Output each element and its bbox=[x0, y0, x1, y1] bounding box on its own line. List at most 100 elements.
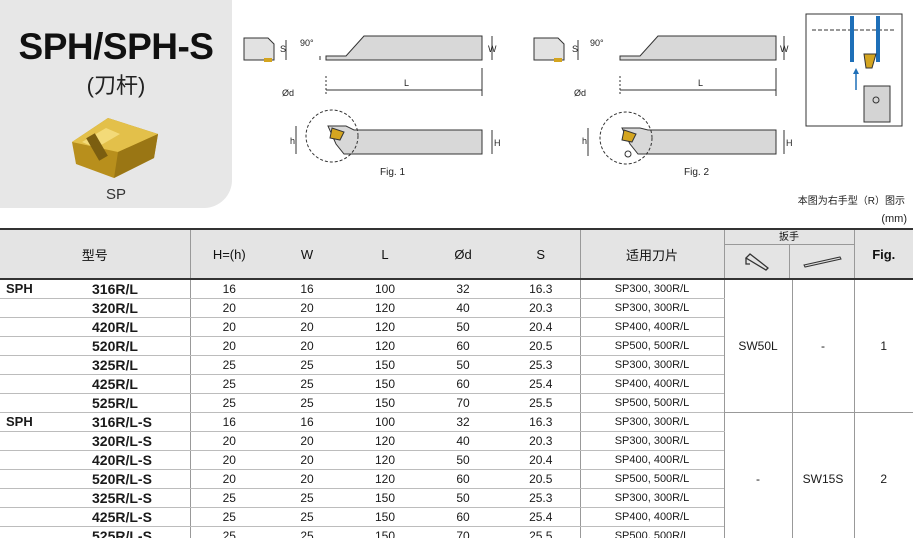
w-cell: 16 bbox=[268, 279, 346, 299]
insert-cell: SP500, 500R/L bbox=[579, 336, 724, 356]
dim-s-fig2: S bbox=[572, 44, 578, 54]
unit-label: (mm) bbox=[881, 213, 907, 225]
straight-wrench-icon bbox=[788, 244, 854, 278]
series-name: SPH bbox=[6, 414, 33, 429]
series-name: SPH bbox=[6, 281, 33, 296]
fig1-end-view bbox=[243, 37, 275, 61]
dim-s-fig1: S bbox=[280, 44, 286, 54]
col-w: W bbox=[268, 228, 346, 280]
s-cell: 25.3 bbox=[502, 355, 580, 375]
s-cell: 25.4 bbox=[502, 507, 580, 527]
wrench-b-cell: SW15S bbox=[791, 412, 855, 538]
d-cell: 60 bbox=[424, 374, 502, 394]
w-cell: 20 bbox=[268, 469, 346, 489]
w-cell: 25 bbox=[268, 374, 346, 394]
d-cell: 60 bbox=[424, 336, 502, 356]
fig-cell: 1 bbox=[854, 279, 913, 413]
dim-w-fig2: W bbox=[780, 44, 789, 54]
h-cell: 20 bbox=[189, 298, 268, 318]
dim-h-small-fig1: h bbox=[290, 136, 295, 146]
col-s: S bbox=[502, 228, 580, 280]
wrench-header-label: 扳手 bbox=[724, 231, 854, 245]
wrench-a-cell: SW50L bbox=[723, 279, 793, 413]
s-cell: 20.5 bbox=[502, 336, 580, 356]
s-cell: 20.5 bbox=[502, 469, 580, 489]
s-cell: 25.3 bbox=[502, 488, 580, 508]
insert-cell: SP300, 300R/L bbox=[579, 412, 724, 432]
s-cell: 16.3 bbox=[502, 279, 580, 299]
w-cell: 20 bbox=[268, 317, 346, 337]
dim-h-small-fig2: h bbox=[582, 136, 587, 146]
insert-cell: SP300, 300R/L bbox=[579, 355, 724, 375]
d-cell: 32 bbox=[424, 279, 502, 299]
w-cell: 25 bbox=[268, 488, 346, 508]
s-cell: 25.4 bbox=[502, 374, 580, 394]
product-title: SPH/SPH-S bbox=[18, 26, 214, 67]
w-cell: 25 bbox=[268, 393, 346, 413]
product-subtitle: (刀杆) bbox=[86, 73, 146, 98]
col-h: H=(h) bbox=[189, 228, 268, 280]
model-code: 316R/L bbox=[92, 281, 138, 297]
l-cell: 150 bbox=[346, 355, 424, 375]
dim-w-fig1: W bbox=[488, 44, 497, 54]
l-cell: 120 bbox=[346, 431, 424, 451]
s-cell: 20.3 bbox=[502, 298, 580, 318]
h-cell: 16 bbox=[189, 279, 268, 299]
d-cell: 60 bbox=[424, 507, 502, 527]
l-cell: 150 bbox=[346, 393, 424, 413]
dim-angle-fig2: 90° bbox=[590, 38, 604, 48]
insert-cell: SP400, 400R/L bbox=[579, 374, 724, 394]
w-cell: 20 bbox=[268, 298, 346, 318]
w-cell: 20 bbox=[268, 431, 346, 451]
insert-cell: SP300, 300R/L bbox=[579, 298, 724, 318]
w-cell: 16 bbox=[268, 412, 346, 432]
model-cell: 420R/L bbox=[0, 317, 190, 337]
fig1-side-view bbox=[327, 125, 483, 155]
fig2-caption: Fig. 2 bbox=[684, 167, 710, 178]
insert-cell: SP500, 500R/L bbox=[579, 526, 724, 538]
insert-cell: SP300, 300R/L bbox=[579, 431, 724, 451]
fig2-top-view bbox=[619, 35, 777, 61]
l-cell: 120 bbox=[346, 298, 424, 318]
d-cell: 50 bbox=[424, 355, 502, 375]
d-cell: 40 bbox=[424, 298, 502, 318]
h-cell: 25 bbox=[189, 488, 268, 508]
insert-cell: SP500, 500R/L bbox=[579, 469, 724, 489]
w-cell: 20 bbox=[268, 336, 346, 356]
col-wrench: 扳手 bbox=[723, 228, 855, 280]
model-cell: 320R/L-S bbox=[0, 431, 190, 451]
fig1-top-view bbox=[325, 35, 483, 61]
h-cell: 20 bbox=[189, 469, 268, 489]
l-cell: 150 bbox=[346, 526, 424, 538]
wrench-a-cell: - bbox=[723, 412, 793, 538]
d-cell: 60 bbox=[424, 469, 502, 489]
insert-cell: SP300, 300R/L bbox=[579, 279, 724, 299]
h-cell: 20 bbox=[189, 450, 268, 470]
col-insert: 适用刀片 bbox=[579, 228, 724, 280]
l-cell: 150 bbox=[346, 374, 424, 394]
insert-type-label: SP bbox=[105, 186, 126, 203]
l-cell: 150 bbox=[346, 507, 424, 527]
table-header-row: 型号 H=(h) W L Ød S 适用刀片 扳手 Fig. bbox=[0, 228, 913, 280]
l-cell: 120 bbox=[346, 469, 424, 489]
l-cell: 150 bbox=[346, 488, 424, 508]
model-cell: 520R/L-S bbox=[0, 469, 190, 489]
l-cell: 100 bbox=[346, 412, 424, 432]
model-cell: 525R/L bbox=[0, 393, 190, 413]
insert-cell: SP500, 500R/L bbox=[579, 393, 724, 413]
d-cell: 32 bbox=[424, 412, 502, 432]
model-cell: 425R/L-S bbox=[0, 507, 190, 527]
w-cell: 20 bbox=[268, 450, 346, 470]
title-panel: SPH/SPH-S (刀杆) SP bbox=[0, 0, 232, 208]
d-cell: 50 bbox=[424, 488, 502, 508]
h-cell: 20 bbox=[189, 431, 268, 451]
h-cell: 25 bbox=[189, 507, 268, 527]
w-cell: 25 bbox=[268, 355, 346, 375]
